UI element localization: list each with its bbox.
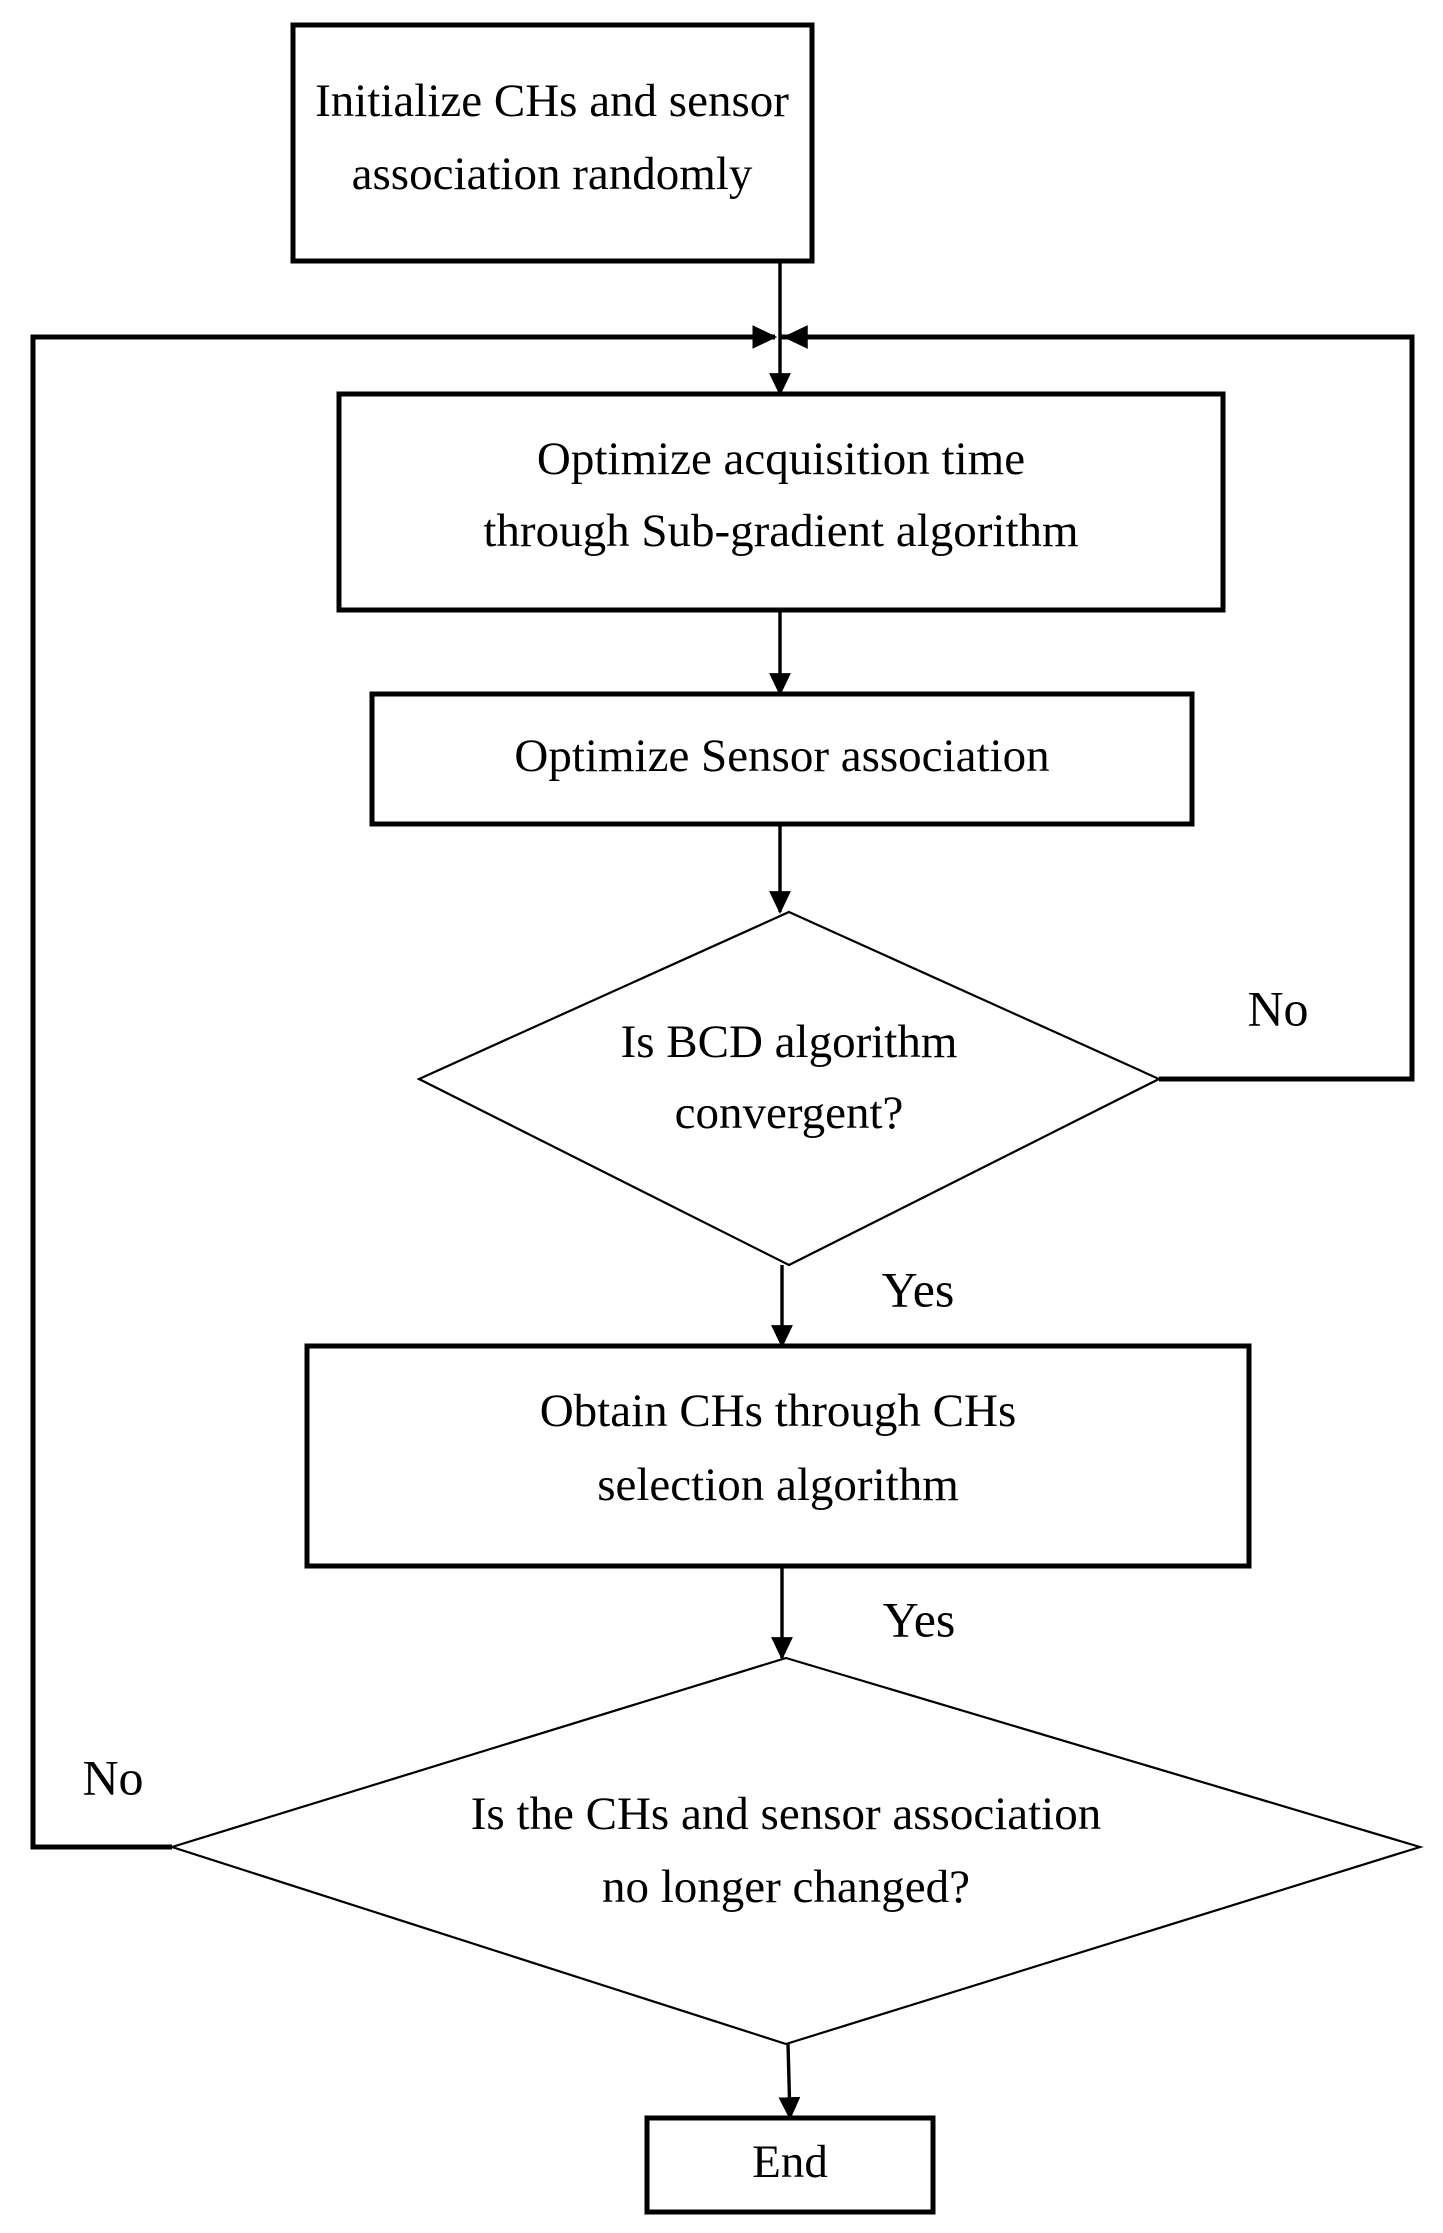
node-start-line-2: association randomly xyxy=(352,148,753,200)
node-optimize-sensor-line-1: Optimize Sensor association xyxy=(514,730,1049,782)
chs-yes-label: Yes xyxy=(883,1591,956,1647)
bcd-no-label: No xyxy=(1247,980,1308,1036)
node-end-box xyxy=(644,2115,936,2215)
chs-no-label: No xyxy=(82,1749,143,1805)
node-end-label: End xyxy=(752,2136,828,2188)
node-bcd-decision-line-2: convergent? xyxy=(675,1087,904,1139)
node-bcd-decision-line-1: Is BCD algorithm xyxy=(621,1016,958,1068)
node-optimize-time-line-1: Optimize acquisition time xyxy=(537,433,1025,485)
edge-chs-no-loopback xyxy=(30,334,760,1850)
node-bcd-decision-diamond xyxy=(416,910,1162,1267)
node-chs-changed-line-1: Is the CHs and sensor association xyxy=(471,1788,1101,1840)
bcd-yes-label: Yes xyxy=(882,1261,955,1317)
node-optimize-time-line-2: through Sub-gradient algorithm xyxy=(483,505,1078,557)
node-obtain-chs-line-2: selection algorithm xyxy=(597,1459,959,1511)
node-optimize-sensor-box xyxy=(369,691,1195,827)
node-obtain-chs-box xyxy=(304,1343,1252,1569)
edge-chs-decision-to-end xyxy=(778,2043,801,2120)
node-start-line-1: Initialize CHs and sensor xyxy=(315,75,789,127)
node-chs-changed-line-2: no longer changed? xyxy=(602,1861,970,1913)
node-chs-changed-decision-diamond xyxy=(168,1656,1424,2046)
edge-bcd-no-loopback xyxy=(780,334,1415,1082)
node-optimize-time-box xyxy=(336,391,1226,613)
node-start-box xyxy=(290,22,815,264)
node-obtain-chs-line-1: Obtain CHs through CHs xyxy=(540,1385,1017,1437)
